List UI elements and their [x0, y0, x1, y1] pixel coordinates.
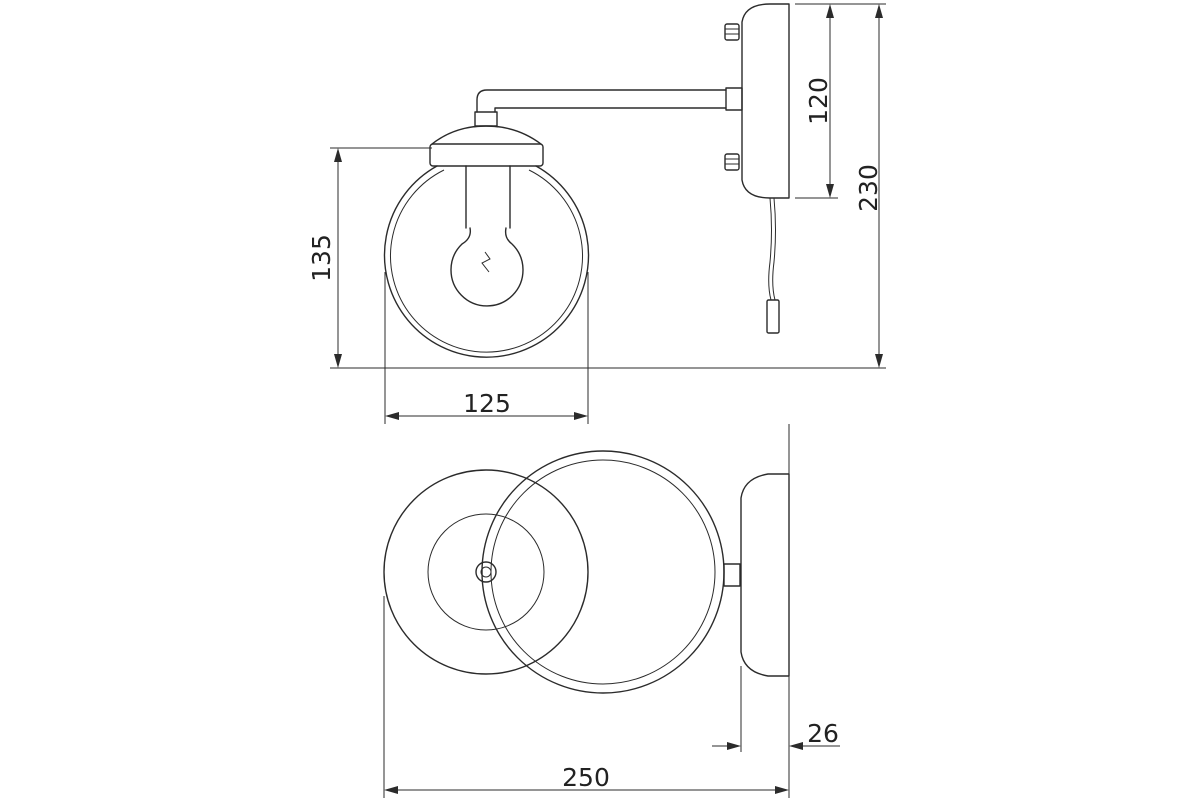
dimension-base-height: 120: [795, 3, 886, 199]
dim-label-120: 120: [804, 77, 833, 125]
dim-label-230: 230: [854, 164, 883, 212]
dim-label-125: 125: [463, 389, 511, 418]
lamp-arm: [476, 89, 727, 113]
pull-chain-switch: [766, 197, 780, 334]
dimension-globe-width: 125: [384, 272, 589, 424]
lamp-holder: [429, 111, 544, 167]
wall-mount-base: [724, 3, 790, 199]
glass-globe: [383, 165, 590, 358]
dimension-total-height: 230: [854, 4, 883, 368]
dimension-globe-height: 135: [307, 147, 886, 369]
dimension-base-depth: 26: [712, 666, 840, 752]
dim-label-26: 26: [807, 719, 839, 748]
dimension-total-depth: 250: [383, 424, 790, 798]
dim-label-250: 250: [562, 763, 610, 792]
light-bulb: [450, 227, 524, 307]
top-view: [383, 450, 790, 694]
dim-label-135: 135: [307, 234, 336, 282]
side-view: [383, 3, 790, 358]
